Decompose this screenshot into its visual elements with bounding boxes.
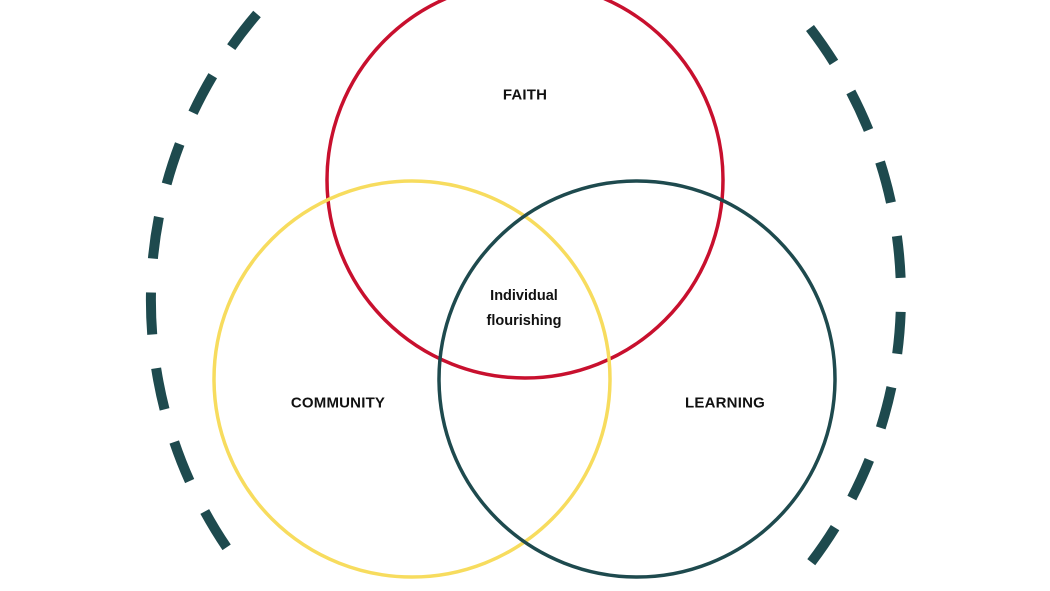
learning-circle [437, 179, 837, 579]
outer-dashed-arc-right [793, 24, 906, 584]
faith-circle [325, 0, 725, 380]
community-label: COMMUNITY [290, 394, 386, 412]
center-label-line2: flourishing [486, 313, 562, 329]
center-label-line1: Individual [490, 288, 558, 304]
faith-label: FAITH [502, 86, 548, 104]
outer-dashed-arc-left [145, 10, 261, 570]
learning-label: LEARNING [685, 394, 765, 412]
center-label: Individual flourishing [487, 284, 562, 334]
community-circle [212, 179, 612, 579]
